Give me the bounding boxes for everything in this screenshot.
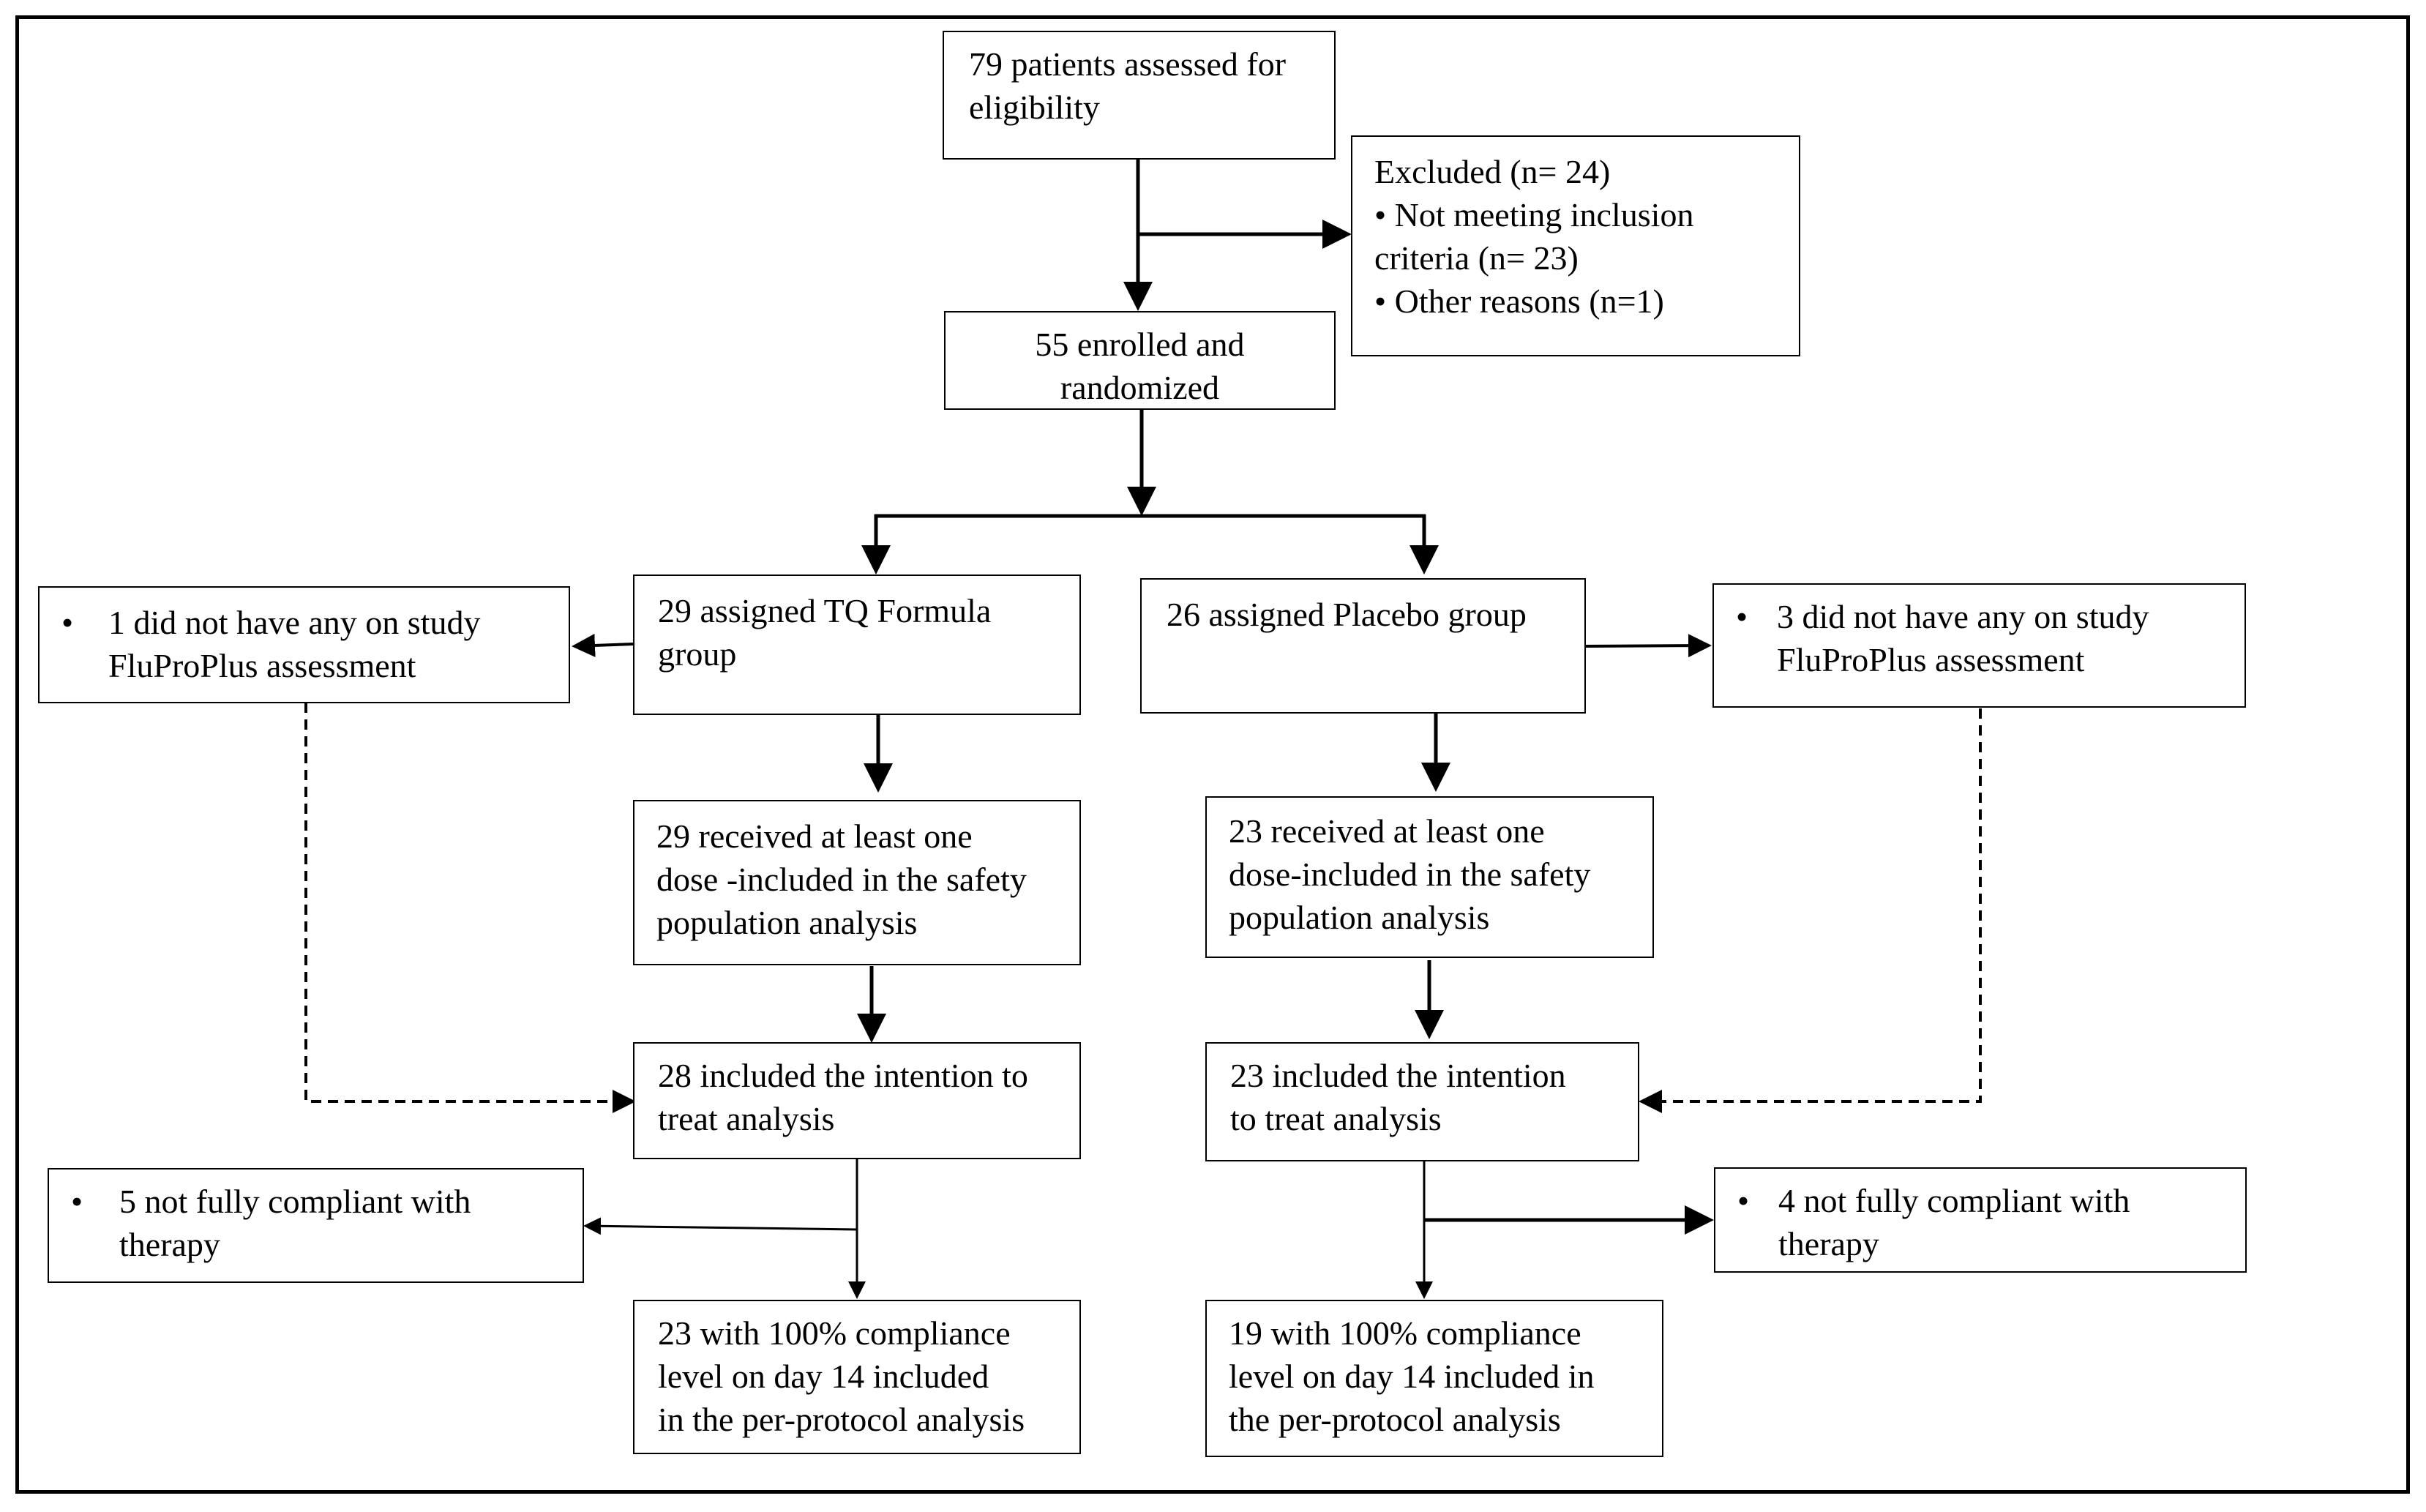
tq-assigned-line-2: group	[658, 635, 737, 673]
tq-safety-box: 29 received at least one dose -included …	[633, 800, 1081, 965]
tq-safety-line-2: dose -included in the safety	[656, 861, 1027, 898]
dashed-arrow-placebo-no-assessment-to-itt	[1639, 708, 1982, 1113]
tq-no-assessment-line-2: FluProPlus assessment	[108, 647, 416, 684]
tq-per-protocol-line-1: 23 with 100% compliance	[658, 1314, 1011, 1352]
placebo-noncompliant-line-1: 4 not fully compliant with	[1778, 1182, 2130, 1219]
placebo-assigned-line-1: 26 assigned Placebo group	[1167, 596, 1527, 633]
placebo-safety-box: 23 received at least one dose-included i…	[1205, 796, 1654, 958]
excluded-line-2: • Not meeting inclusion	[1374, 196, 1694, 233]
bullet-icon: •	[71, 1183, 83, 1220]
arrow-tq-to-no-assessment	[572, 633, 634, 657]
tq-assigned-line-1: 29 assigned TQ Formula	[658, 592, 992, 629]
enrolled-box: 55 enrolled and randomized	[944, 311, 1336, 410]
tq-per-protocol-line-2: level on day 14 included	[658, 1358, 989, 1395]
placebo-per-protocol-box: 19 with 100% compliance level on day 14 …	[1205, 1300, 1663, 1457]
tq-noncompliant-line-1: 5 not fully compliant with	[119, 1183, 471, 1220]
placebo-per-protocol-line-2: level on day 14 included in	[1229, 1358, 1595, 1395]
placebo-no-assessment-box: • 3 did not have any on study FluProPlus …	[1712, 583, 2246, 708]
tq-itt-line-1: 28 included the intention to	[658, 1057, 1028, 1094]
tq-safety-line-3: population analysis	[656, 904, 918, 941]
placebo-itt-line-1: 23 included the intention	[1230, 1057, 1566, 1094]
assessed-line-1: 79 patients assessed for	[969, 45, 1287, 83]
bullet-icon: •	[1737, 1182, 1750, 1219]
tq-assigned-box: 29 assigned TQ Formula group	[633, 575, 1081, 715]
placebo-no-assessment-line-2: FluProPlus assessment	[1777, 641, 2085, 678]
placebo-safety-line-1: 23 received at least one	[1229, 812, 1545, 850]
dashed-arrow-tq-no-assessment-to-itt	[304, 703, 636, 1113]
placebo-noncompliant-box: • 4 not fully compliant with therapy	[1714, 1167, 2247, 1273]
placebo-safety-line-2: dose-included in the safety	[1229, 856, 1591, 893]
tq-noncompliant-line-2: therapy	[119, 1226, 220, 1263]
tq-safety-line-1: 29 received at least one	[656, 817, 973, 855]
tq-itt-box: 28 included the intention to treat analy…	[633, 1042, 1081, 1159]
placebo-no-assessment-line-1: 3 did not have any on study	[1777, 598, 2149, 635]
tq-itt-line-2: treat analysis	[658, 1100, 835, 1137]
excluded-line-1: Excluded (n= 24)	[1374, 153, 1611, 190]
placebo-per-protocol-line-1: 19 with 100% compliance	[1229, 1314, 1581, 1352]
arrow-to-tq-noncompliant	[583, 1217, 858, 1235]
placebo-noncompliant-line-2: therapy	[1778, 1225, 1879, 1262]
bullet-icon: •	[61, 604, 74, 641]
tq-no-assessment-box: • 1 did not have any on study FluProPlus …	[38, 586, 570, 703]
placebo-safety-line-3: population analysis	[1229, 899, 1490, 936]
placebo-assigned-box: 26 assigned Placebo group	[1140, 578, 1586, 714]
placebo-itt-line-2: to treat analysis	[1230, 1100, 1442, 1137]
tq-per-protocol-line-3: in the per-protocol analysis	[658, 1401, 1025, 1438]
enrolled-line-2: randomized	[1060, 369, 1220, 406]
tq-noncompliant-box: • 5 not fully compliant with therapy	[48, 1168, 584, 1283]
assessed-box: 79 patients assessed for eligibility	[943, 31, 1336, 160]
excluded-line-4: • Other reasons (n=1)	[1374, 282, 1664, 320]
placebo-itt-box: 23 included the intention to treat analy…	[1205, 1042, 1639, 1161]
assessed-line-2: eligibility	[969, 89, 1100, 126]
excluded-line-3: criteria (n= 23)	[1374, 239, 1579, 277]
bullet-icon: •	[1736, 598, 1748, 635]
enrolled-line-1: 55 enrolled and	[1035, 326, 1245, 363]
diagram-frame	[15, 15, 2410, 1494]
arrow-placebo-to-no-assessment	[1584, 634, 1712, 658]
tq-per-protocol-box: 23 with 100% compliance level on day 14 …	[633, 1300, 1081, 1454]
placebo-per-protocol-line-3: the per-protocol analysis	[1229, 1401, 1561, 1438]
excluded-box: Excluded (n= 24) • Not meeting inclusion…	[1351, 135, 1800, 356]
tq-no-assessment-line-1: 1 did not have any on study	[108, 604, 481, 641]
